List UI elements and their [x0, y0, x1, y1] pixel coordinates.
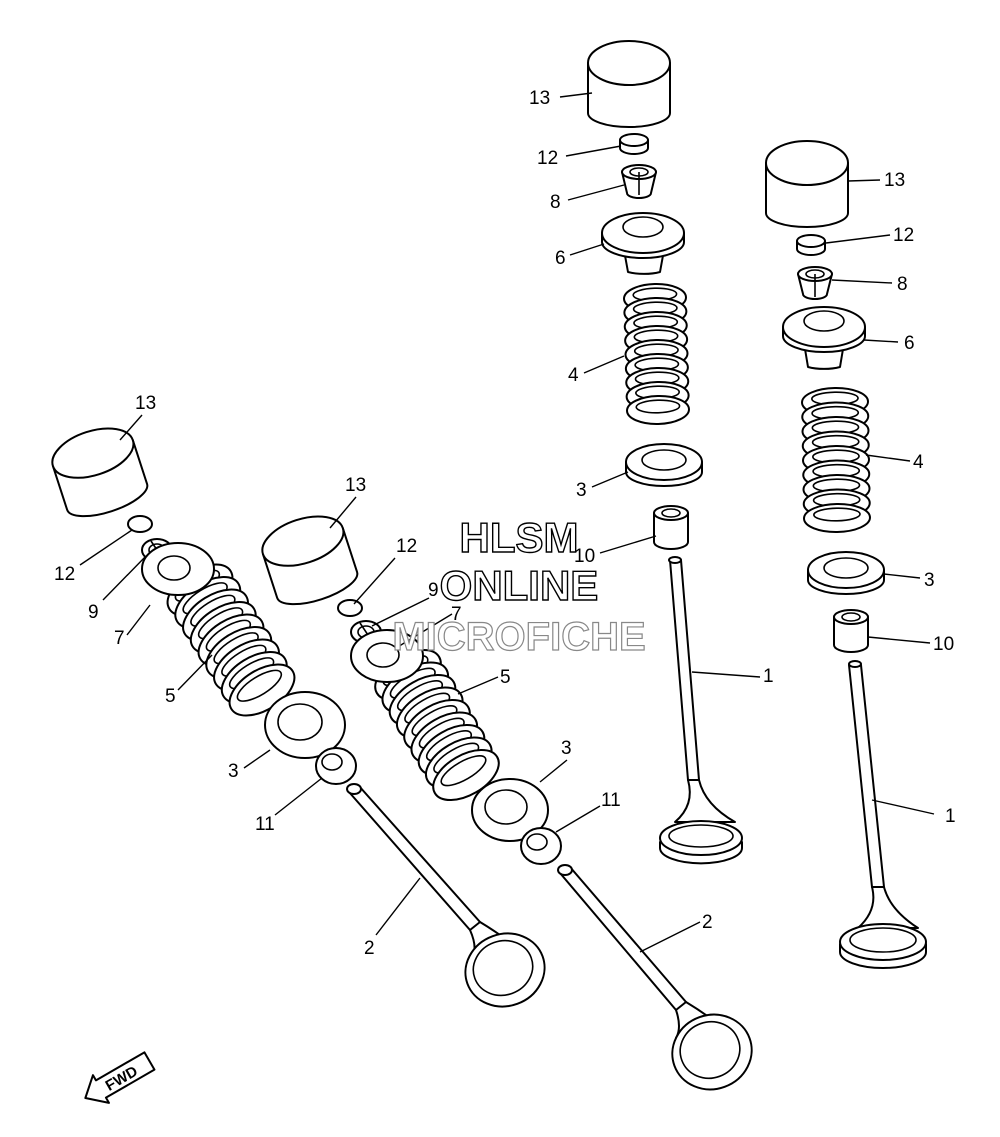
valve-spring-seat: [264, 691, 346, 759]
valve-spring-seat: [625, 443, 703, 487]
valve-stem-seal: [315, 747, 357, 785]
valve-spring-seat: [471, 778, 549, 842]
valve-shim-pad: [619, 133, 649, 155]
callout-tappet-13: 13: [529, 88, 550, 109]
valve-lifter-tappet: [587, 40, 671, 128]
callout-pad-12: 12: [893, 225, 914, 246]
callout-pad-12: 12: [54, 564, 75, 585]
callout-spring-4: 4: [568, 365, 579, 386]
watermark-line-3: MICROFICHE: [392, 615, 645, 659]
callout-cotter-8: 8: [550, 192, 561, 213]
leader-lines: [79, 92, 935, 953]
valve-stem: [557, 864, 753, 1091]
valve-lifter-tappet: [765, 140, 849, 228]
callout-spring-5: 5: [500, 667, 511, 688]
callout-seat-3: 3: [576, 480, 587, 501]
callout-seal-10: 10: [574, 546, 595, 567]
valve-spring: [801, 386, 871, 534]
valve-stem-seal: [520, 827, 562, 865]
callout-cotter-8: 8: [897, 274, 908, 295]
callout-pad-12: 12: [537, 148, 558, 169]
callout-seal-10: 10: [933, 634, 954, 655]
exhaust-valve-assembly-right: [587, 40, 743, 865]
valve-stem: [659, 556, 743, 865]
callout-seat-3: 3: [561, 738, 572, 759]
valve-cotter: [797, 266, 833, 300]
valve-spring-retainer: [141, 542, 215, 596]
valve-lifter-tappet: [51, 427, 149, 518]
callout-seal-11: 11: [601, 790, 621, 811]
callout-spring-5: 5: [165, 686, 176, 707]
valve-stem-seal: [833, 609, 869, 653]
callout-seat-3: 3: [924, 570, 935, 591]
valve-shim-pad: [127, 515, 153, 533]
watermark-line-1: HLSM: [460, 514, 579, 561]
intake-valve-assembly-left: [51, 427, 546, 1008]
callout-retainer-6: 6: [555, 248, 566, 269]
valve-stem: [839, 660, 927, 969]
valve-stem: [346, 783, 546, 1008]
valve-stem-seal: [653, 505, 689, 550]
callout-valve-1: 1: [763, 666, 774, 687]
callout-tappet-13: 13: [345, 475, 366, 496]
callout-valve-2: 2: [364, 938, 375, 959]
callout-retainer-6: 6: [904, 333, 915, 354]
callout-tappet-13: 13: [135, 393, 156, 414]
valve-shim-pad: [796, 234, 826, 256]
intake-valve-assembly-middle: [261, 515, 753, 1091]
callout-seal-11: 11: [255, 814, 275, 835]
callout-tappet-13: 13: [884, 170, 905, 191]
exhaust-valve-assembly-far-right: [765, 140, 927, 969]
callout-cotter-9: 9: [428, 580, 439, 601]
callout-valve-1: 1: [945, 806, 956, 827]
valve-spring: [374, 648, 500, 802]
callout-retainer-7: 7: [114, 628, 125, 649]
callout-retainer-7: 7: [451, 604, 462, 625]
callout-pad-12: 12: [396, 536, 417, 557]
spring-coil-inner: [440, 755, 487, 787]
callout-spring-4: 4: [913, 452, 924, 473]
valve-shim-pad: [337, 599, 363, 617]
valve-spring-retainer: [782, 306, 866, 370]
valve-spring-retainer: [601, 212, 685, 275]
watermark-line-2: ONLINE: [440, 562, 599, 609]
spring-coil-inner: [635, 399, 681, 414]
callout-seat-3: 3: [228, 761, 239, 782]
forward-arrow-icon: FWD: [84, 1051, 156, 1104]
valve-spring: [623, 282, 690, 426]
callout-labels: 13 12 8 6 4 3 10 1 13 12 8 6 4 3 10 1 13…: [54, 88, 956, 959]
spring-coil-inner: [813, 507, 861, 522]
valve-cotter: [621, 164, 657, 199]
callout-valve-2: 2: [702, 912, 713, 933]
watermark: HLSM ONLINE MICROFICHE: [392, 513, 647, 659]
valve-spring-seat: [807, 551, 885, 595]
callout-cotter-9: 9: [88, 602, 99, 623]
valve-lifter-tappet: [261, 515, 359, 606]
spring-coil-inner: [236, 669, 283, 702]
